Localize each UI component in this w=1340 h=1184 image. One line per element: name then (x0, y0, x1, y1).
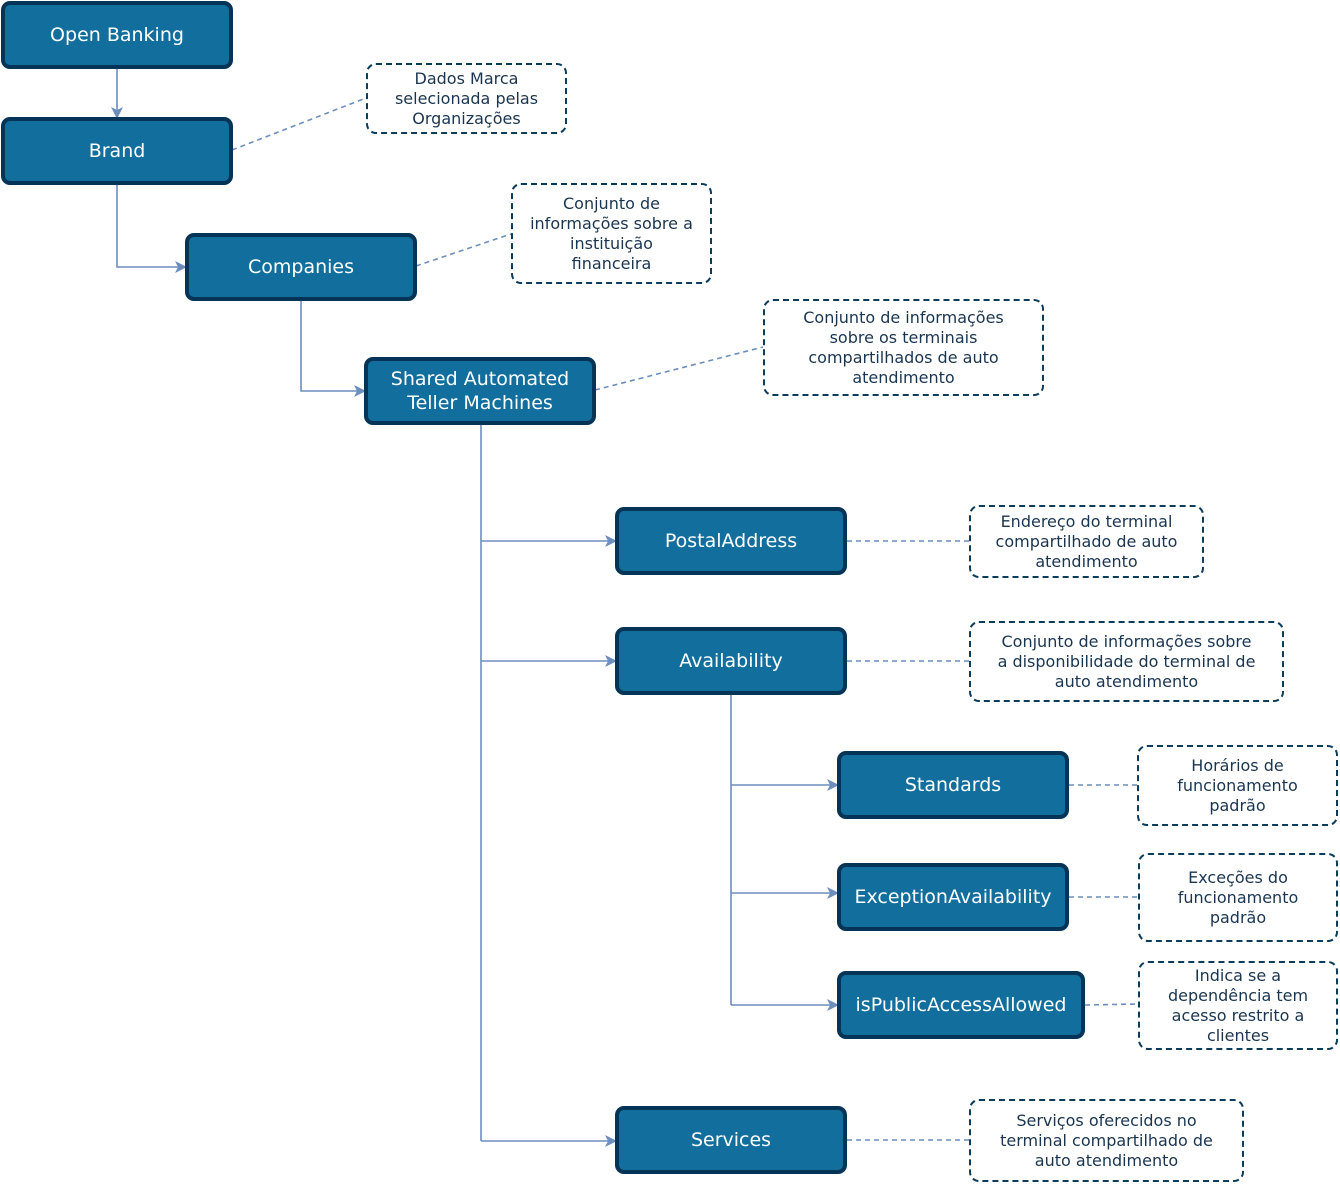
note-brand: Dados Marca selecionada pelas Organizaçõ… (366, 63, 567, 134)
node-exception-availability[interactable]: ExceptionAvailability (837, 863, 1069, 931)
note-exception-availability: Exceções do funcionamento padrão (1138, 853, 1338, 942)
note-link-ispublic (1084, 1003, 1139, 1006)
edge-companies-sharedatm (300, 300, 366, 397)
note-postal-address: Endereço do terminal compartilhado de au… (969, 505, 1204, 578)
note-shared-atm: Conjunto de informações sobre os termina… (763, 299, 1044, 396)
node-open-banking[interactable]: Open Banking (1, 1, 233, 69)
node-services[interactable]: Services (615, 1106, 847, 1174)
note-link-brand (231, 97, 367, 151)
note-link-sharedatm (594, 346, 764, 391)
note-standards: Horários de funcionamento padrão (1137, 745, 1338, 826)
note-is-public-access-allowed: Indica se a dependência tem acesso restr… (1138, 961, 1338, 1050)
note-availability: Conjunto de informações sobre a disponib… (969, 621, 1284, 702)
node-is-public-access-allowed[interactable]: isPublicAccessAllowed (837, 971, 1085, 1039)
note-link-companies (415, 233, 512, 267)
node-brand[interactable]: Brand (1, 117, 233, 185)
node-standards[interactable]: Standards (837, 751, 1069, 819)
note-services: Serviços oferecidos no terminal comparti… (969, 1099, 1244, 1182)
note-companies: Conjunto de informações sobre a institui… (511, 183, 712, 284)
node-availability[interactable]: Availability (615, 627, 847, 695)
node-postal-address[interactable]: PostalAddress (615, 507, 847, 575)
edge-brand-companies (116, 184, 187, 273)
node-shared-automated-teller-machines[interactable]: Shared Automated Teller Machines (364, 357, 596, 425)
node-companies[interactable]: Companies (185, 233, 417, 301)
